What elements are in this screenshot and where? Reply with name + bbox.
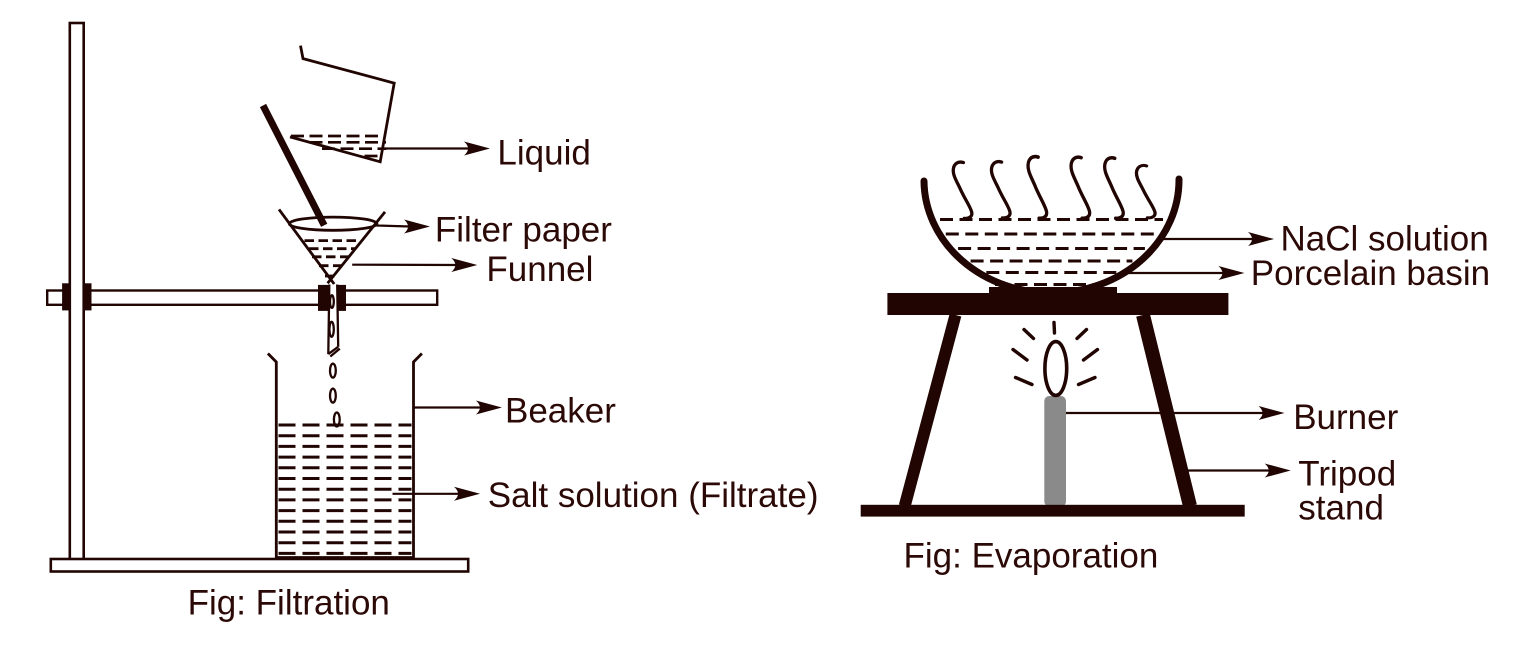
svg-text:Burner: Burner: [1293, 398, 1398, 437]
svg-text:Filter paper: Filter paper: [435, 211, 612, 250]
svg-text:Beaker: Beaker: [505, 392, 616, 431]
svg-text:Liquid: Liquid: [497, 134, 590, 173]
svg-text:NaCl solution: NaCl solution: [1281, 219, 1489, 258]
svg-text:Tripod: Tripod: [1298, 455, 1396, 494]
svg-text:Porcelain basin: Porcelain basin: [1251, 254, 1490, 293]
svg-text:stand: stand: [1298, 489, 1384, 528]
svg-text:Fig: Evaporation: Fig: Evaporation: [904, 537, 1159, 576]
svg-text:Salt solution (Filtrate): Salt solution (Filtrate): [488, 476, 819, 515]
svg-text:Fig: Filtration: Fig: Filtration: [188, 583, 390, 622]
svg-text:Funnel: Funnel: [486, 250, 593, 289]
